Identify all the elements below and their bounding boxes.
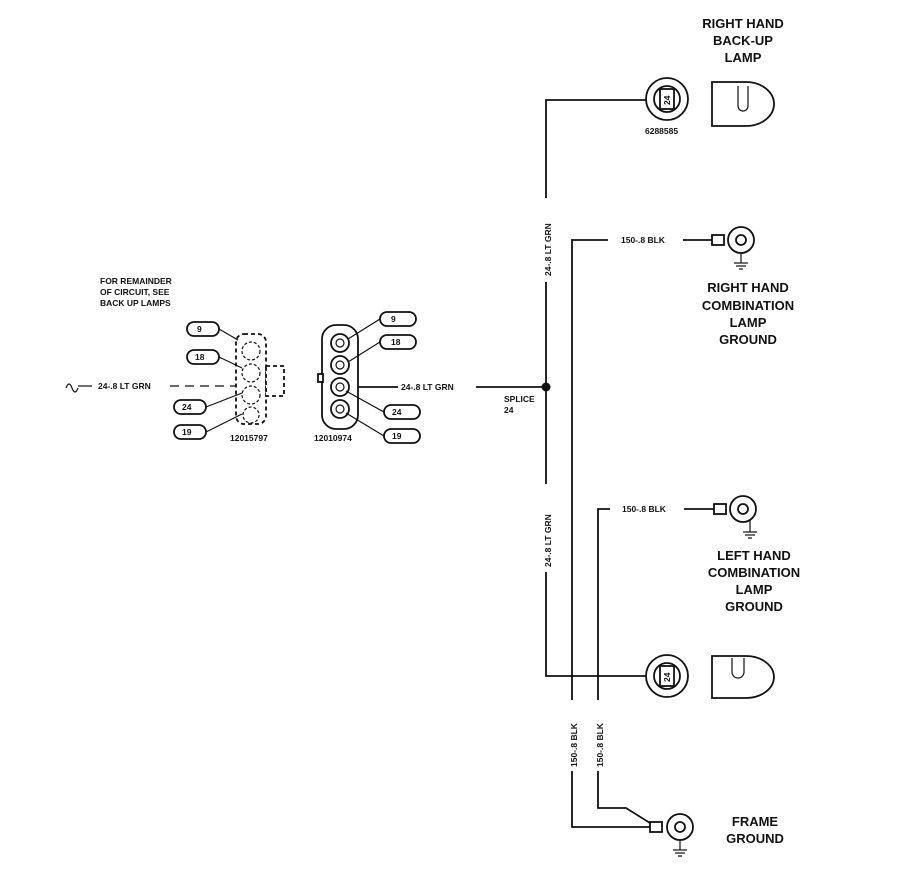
wire-to-splice-label: 24-.8 LT GRN [401, 382, 454, 392]
rh-combo-ground-title: RIGHT HAND COMBINATION LAMP GROUND [702, 280, 794, 347]
rh-combo-ground-line4: GROUND [719, 332, 777, 347]
green-wire-upper-b [545, 99, 646, 198]
frame-wire-a-label: 150-.8 BLK [569, 722, 579, 767]
frame-ground-title: FRAME GROUND [726, 814, 784, 846]
left-pin-9: 9 [197, 324, 202, 334]
right-pin-19: 19 [392, 431, 402, 441]
left-pin-18: 18 [195, 352, 205, 362]
left-pin-24: 24 [182, 402, 192, 412]
frame-ground-terminal [649, 813, 694, 857]
rh-socket-pin: 24 [662, 95, 672, 105]
connector-right-part-number: 12010974 [314, 433, 352, 443]
right-pin-24: 24 [392, 407, 402, 417]
lh-backup-bulb [711, 655, 775, 699]
note-line2: OF CIRCUIT, SEE [100, 287, 170, 297]
frame-wire-a [571, 771, 650, 828]
rh-backup-lamp-title: RIGHT HAND BACK-UP LAMP [702, 16, 784, 65]
rh-combo-ground-line2: COMBINATION [702, 298, 794, 313]
right-pin-9: 9 [391, 314, 396, 324]
lh-socket-pin: 24 [662, 672, 672, 682]
lh-backup-lamp-socket [645, 654, 689, 698]
rh-combo-ground-terminal [711, 226, 755, 270]
input-wire-label: 24-.8 LT GRN [98, 381, 151, 391]
lh-combo-ground-line1: LEFT HAND [717, 548, 791, 563]
circuit-note: FOR REMAINDER OF CIRCUIT, SEE BACK UP LA… [100, 276, 172, 308]
rh-backup-lamp-title-line1: RIGHT HAND [702, 16, 784, 31]
frame-wire-b [597, 771, 651, 824]
note-line3: BACK UP LAMPS [100, 298, 171, 308]
note-line1: FOR REMAINDER [100, 276, 172, 286]
green-wire-lower-b [545, 572, 646, 677]
lh-combo-ground-line2: COMBINATION [708, 565, 800, 580]
frame-ground-line2: GROUND [726, 831, 784, 846]
frame-ground-line1: FRAME [732, 814, 779, 829]
right-pin-callouts: 9 18 24 19 [345, 311, 421, 444]
right-pin-18: 18 [391, 337, 401, 347]
black-wire-lh-label: 150-.8 BLK [622, 504, 667, 514]
lh-combo-ground-line4: GROUND [725, 599, 783, 614]
left-pin-19: 19 [182, 427, 192, 437]
rh-backup-lamp-socket [645, 77, 689, 121]
green-wire-upper-label: 24-.8 LT GRN [543, 223, 553, 276]
lh-combo-ground-title: LEFT HAND COMBINATION LAMP GROUND [708, 548, 800, 614]
rh-backup-lamp-title-line3: LAMP [725, 50, 762, 65]
connector-left-part-number: 12015797 [230, 433, 268, 443]
splice-number: 24 [504, 405, 514, 415]
frame-wire-b-label: 150-.8 BLK [595, 722, 605, 767]
black-wire-rh-label: 150-.8 BLK [621, 235, 666, 245]
black-wire-rh [571, 239, 608, 700]
connector-12015797 [235, 333, 285, 425]
black-wire-lh [597, 508, 610, 700]
connector-12010974 [317, 324, 359, 430]
rh-combo-ground-line1: RIGHT HAND [707, 280, 789, 295]
rh-socket-part-number: 6288585 [645, 126, 678, 136]
input-wire-break-symbol [65, 383, 79, 393]
lh-combo-ground-terminal [713, 495, 757, 539]
splice-label: SPLICE [504, 394, 535, 404]
rh-combo-ground-line3: LAMP [730, 315, 767, 330]
green-wire-lower-label: 24-.8 LT GRN [543, 514, 553, 567]
lh-combo-ground-line3: LAMP [736, 582, 773, 597]
rh-backup-lamp-title-line2: BACK-UP [713, 33, 773, 48]
left-pin-callouts: 9 18 24 19 [173, 321, 243, 440]
rh-backup-bulb [711, 81, 775, 127]
